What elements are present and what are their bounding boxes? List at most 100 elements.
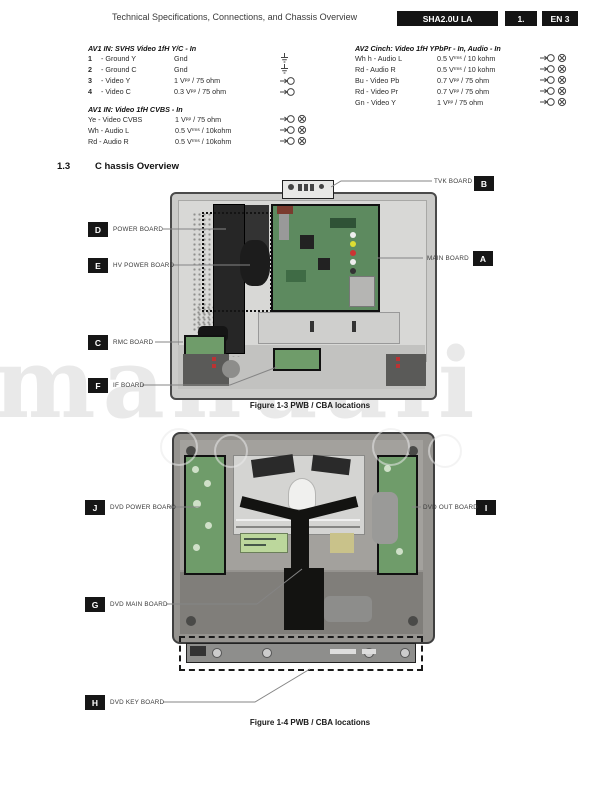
board-label-tvk: TVK BOARD — [434, 178, 473, 185]
board-label-power: POWER BOARD — [113, 226, 164, 233]
rca-jack — [350, 250, 356, 256]
board-label-dvd-main: DVD MAIN BOARD — [110, 601, 168, 608]
flyback-transformer — [240, 240, 270, 286]
rca-jack — [350, 259, 356, 265]
ground-icon — [280, 53, 289, 64]
table-title: AV1 IN: SVHS Video 1fH Y/C - In — [88, 44, 197, 53]
woofer — [222, 360, 240, 378]
pin: 3 — [88, 76, 92, 85]
table-row: 4 - Video C 0.3 Vpp / 75 ohm — [88, 86, 295, 97]
table-row: 1 - Ground Y Gnd — [88, 53, 295, 64]
signal-value: 0.5 Vrms / 10 kohm — [437, 65, 496, 74]
input-icon — [280, 114, 295, 126]
key-connector — [190, 646, 206, 656]
board-key-badge-c: C — [88, 335, 108, 350]
input-icon — [540, 53, 555, 65]
ic-chip — [318, 258, 330, 270]
tvk-button — [310, 184, 314, 191]
signal-name: Bu - Video Pb — [355, 76, 400, 85]
board-key-badge-e: E — [88, 258, 108, 273]
duct-slot — [352, 321, 356, 332]
tvk-button — [304, 184, 308, 191]
screw — [408, 446, 418, 456]
mech-label — [240, 533, 288, 553]
heatsink — [279, 214, 289, 240]
tvk-button — [298, 184, 302, 191]
signal-value: 0.3 Vpp / 75 ohm — [174, 87, 227, 96]
capacitor — [192, 466, 199, 473]
av1-cvbs-table: AV1 IN: Video 1fH CVBS - In Ye - Video C… — [88, 105, 307, 147]
table-row: Rd - Audio R 0.5 Vrms / 10 kohm — [355, 64, 567, 75]
table-row: Bu - Video Pb 0.7 Vpp / 75 ohm — [355, 75, 567, 86]
signal-name: Ye - Video CVBS — [88, 115, 143, 124]
watermark-circle — [214, 434, 248, 468]
pcb-patch — [286, 270, 306, 282]
tvk-button — [288, 184, 294, 190]
speaker-duct — [258, 312, 400, 344]
model-badge: SHA2.0U LA — [397, 11, 498, 26]
signal-name: Rd - Audio R — [355, 65, 396, 74]
mech-label-text — [244, 538, 276, 540]
rmc-board — [184, 335, 226, 356]
key-label — [362, 649, 376, 654]
signal-name: Rd - Video Pr — [355, 87, 399, 96]
input-icon — [280, 87, 295, 97]
signal-name: - Video Y — [101, 76, 131, 85]
input-icon — [280, 76, 295, 86]
capacitor — [396, 548, 403, 555]
signal-name: - Video C — [101, 87, 131, 96]
capacitor — [384, 465, 391, 472]
board-key-badge-d: D — [88, 222, 108, 237]
signal-name: - Ground Y — [101, 54, 137, 63]
signal-value: 0.7 Vpp / 75 ohm — [437, 76, 490, 85]
screw — [212, 648, 222, 658]
board-key-badge-i: I — [476, 500, 496, 515]
input-icon — [540, 97, 555, 109]
dvd-key-board — [186, 643, 416, 663]
page-title: Technical Specifications, Connections, a… — [112, 12, 358, 22]
speaker-terminal — [212, 357, 216, 361]
cross-circle-icon — [297, 125, 307, 137]
chapter-badge: 1. — [505, 11, 537, 26]
speaker-terminal — [212, 364, 216, 368]
table-row: Ye - Video CVBS 1 Vpp / 75 ohm — [88, 114, 307, 125]
speaker-terminal — [396, 357, 400, 361]
input-icon — [540, 86, 555, 98]
board-label-dvd-power: DVD POWER BOARD — [110, 504, 176, 511]
wire-harness — [324, 596, 372, 622]
figure-1-3-caption: Figure 1-3 PWB / CBA locations — [249, 401, 371, 410]
table-row: Wh h - Audio L 0.5 Vrms / 10 kohm — [355, 53, 567, 64]
signal-value: Gnd — [174, 54, 188, 63]
signal-name: Wh - Audio L — [88, 126, 130, 135]
page-number-badge: EN 3 — [542, 11, 578, 26]
cross-circle-icon — [297, 136, 307, 148]
signal-value: 1 Vpp / 75 ohm — [174, 76, 221, 85]
pin: 1 — [88, 54, 92, 63]
board-key-badge-a: A — [473, 251, 493, 266]
section-number: 1.3 — [57, 161, 71, 172]
signal-value: 0.5 Vrms / 10kohm — [175, 137, 232, 146]
cross-circle-icon — [557, 53, 567, 65]
table-title: AV2 Cinch: Video 1fH YPbPr - In, Audio -… — [355, 44, 501, 53]
table-row: Wh - Audio L 0.5 Vrms / 10kohm — [88, 125, 307, 136]
cross-circle-icon — [557, 75, 567, 87]
mech-label-text — [244, 544, 266, 546]
rca-jack — [350, 268, 356, 274]
ground-icon — [280, 64, 289, 75]
board-key-badge-j: J — [85, 500, 105, 515]
input-icon — [280, 136, 295, 148]
signal-value: 0.5 Vrms / 10 kohm — [437, 54, 496, 63]
board-key-badge-b: B — [474, 176, 494, 191]
capacitor — [204, 480, 211, 487]
screw — [408, 616, 418, 626]
input-icon — [540, 75, 555, 87]
screw — [262, 648, 272, 658]
signal-name: Gn - Video Y — [355, 98, 396, 107]
signal-value: 1 Vpp / 75 ohm — [437, 98, 484, 107]
watermark-circle — [428, 434, 462, 468]
board-label-if: IF BOARD — [113, 382, 145, 389]
table-row: Rd - Video Pr 0.7 Vpp / 75 ohm — [355, 86, 567, 97]
disc-clamper — [288, 478, 316, 510]
signal-value: Gnd — [174, 65, 188, 74]
